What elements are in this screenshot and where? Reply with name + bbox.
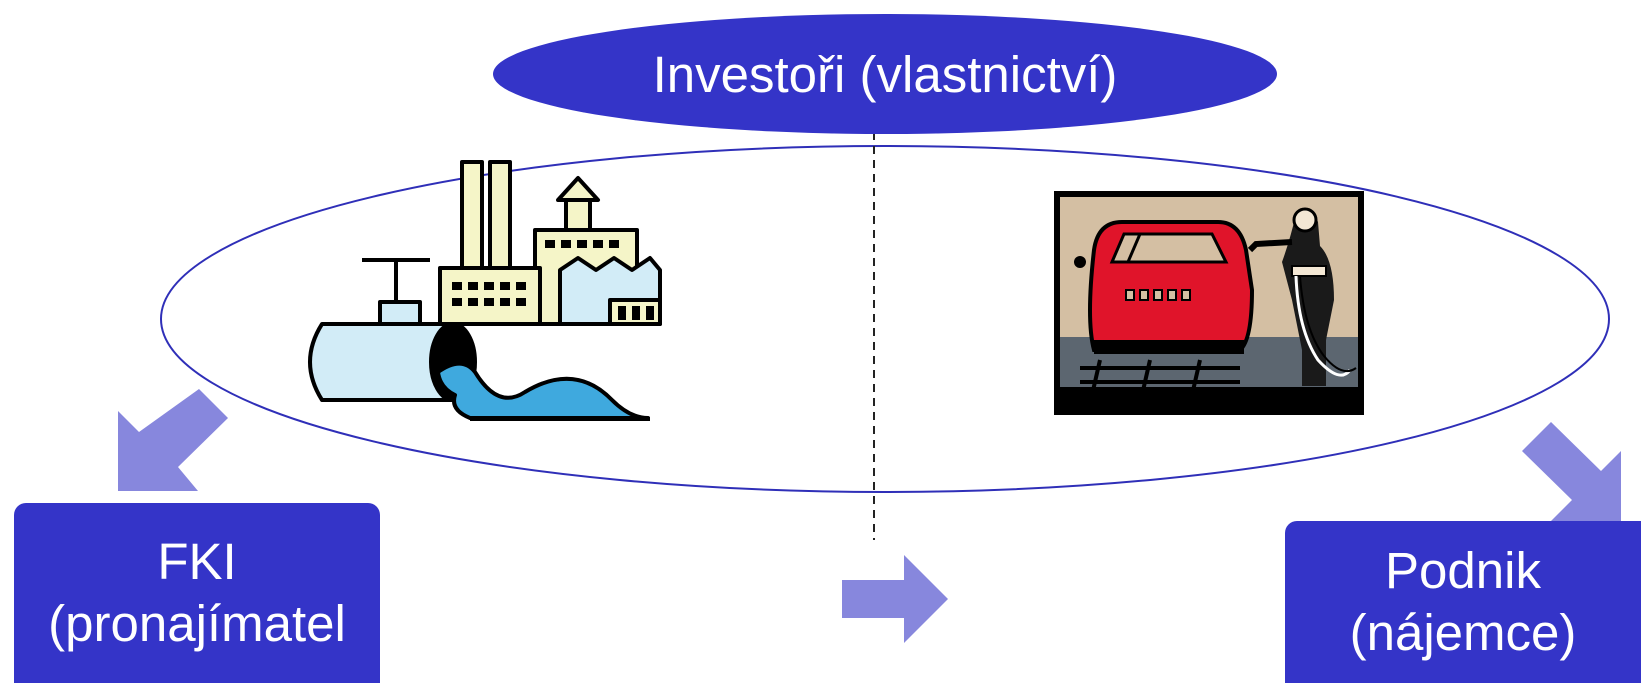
podnik-role-label: (nájemce) <box>1349 604 1577 661</box>
podnik-label: Podnik <box>1385 542 1541 599</box>
investors-oval: Investoři (vlastnictví) <box>493 14 1277 134</box>
investors-label: Investoři (vlastnictví) <box>652 45 1118 103</box>
fki-role-label: (pronajímatel <box>48 595 346 652</box>
fki-label: FKI <box>157 533 237 590</box>
arrow-right <box>842 555 948 643</box>
podnik-box: Podnik (nájemce) <box>1285 521 1641 683</box>
factory-pipe-icon <box>308 160 662 421</box>
platform-ellipse <box>160 145 1610 493</box>
car-painting-icon <box>1054 191 1364 415</box>
arrow-down-left <box>118 389 228 491</box>
arrow-down-right <box>1522 422 1621 531</box>
fki-box: FKI (pronajímatel <box>14 503 380 683</box>
